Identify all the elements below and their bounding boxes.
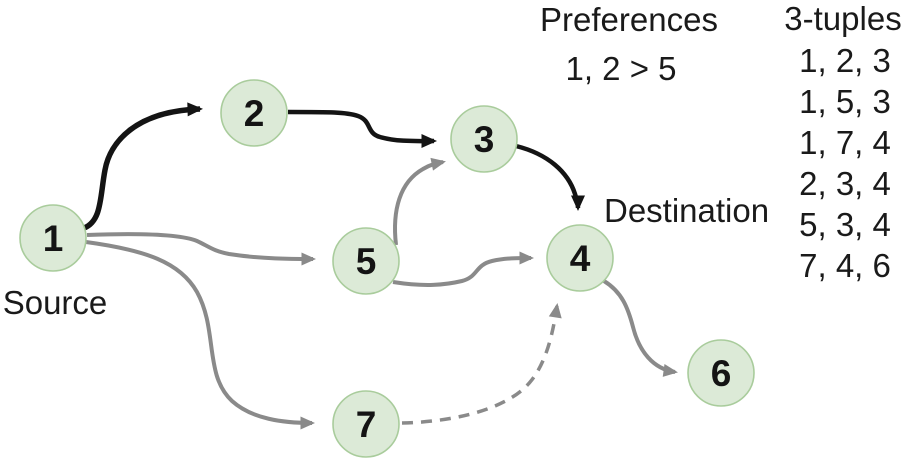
node-6-label: 6: [711, 353, 732, 394]
tuple-row: 1, 5, 3: [799, 83, 891, 120]
destination-label: Destination: [604, 192, 769, 229]
tuple-row: 2, 3, 4: [799, 165, 891, 202]
edge-5-4: [392, 251, 534, 287]
node-1-circle: [19, 204, 87, 272]
node-7-label: 7: [356, 404, 377, 445]
source-label: Source: [3, 284, 108, 321]
node-5-label: 5: [356, 241, 377, 282]
edge-4-6: [602, 279, 678, 377]
node-6-circle: [687, 339, 755, 407]
preferences-title: Preferences: [540, 1, 718, 38]
edge-3-4: [515, 143, 585, 211]
edge-5-3: [393, 157, 446, 246]
node-1: 1: [19, 204, 87, 272]
edge-2-3: [287, 109, 437, 149]
node-5-circle: [332, 227, 400, 295]
node-2-circle: [220, 79, 288, 147]
node-4-circle: [546, 224, 614, 292]
node-2-label: 2: [244, 93, 265, 134]
edge-1-5: [86, 232, 316, 266]
node-7: 7: [332, 390, 400, 458]
node-2: 2: [220, 79, 288, 147]
node-5: 5: [332, 227, 400, 295]
tuple-row: 7, 4, 6: [799, 247, 891, 284]
node-7-circle: [332, 390, 400, 458]
node-1-label: 1: [43, 218, 64, 259]
node-3: 3: [450, 105, 518, 173]
node-3-label: 3: [474, 119, 495, 160]
tuple-row: 1, 7, 4: [799, 124, 891, 161]
edge-1-7: [85, 240, 315, 430]
edge-7-4-dashed: [401, 303, 562, 425]
tuples-title: 3-tuples: [784, 0, 901, 37]
node-3-circle: [450, 105, 518, 173]
node-4: 4: [546, 224, 614, 292]
preferences-value: 1, 2 > 5: [565, 50, 676, 87]
edge-1-2: [82, 102, 203, 231]
node-4-label: 4: [570, 238, 591, 279]
node-6: 6: [687, 339, 755, 407]
tuple-row: 5, 3, 4: [799, 206, 891, 243]
tuple-row: 1, 2, 3: [799, 42, 891, 79]
